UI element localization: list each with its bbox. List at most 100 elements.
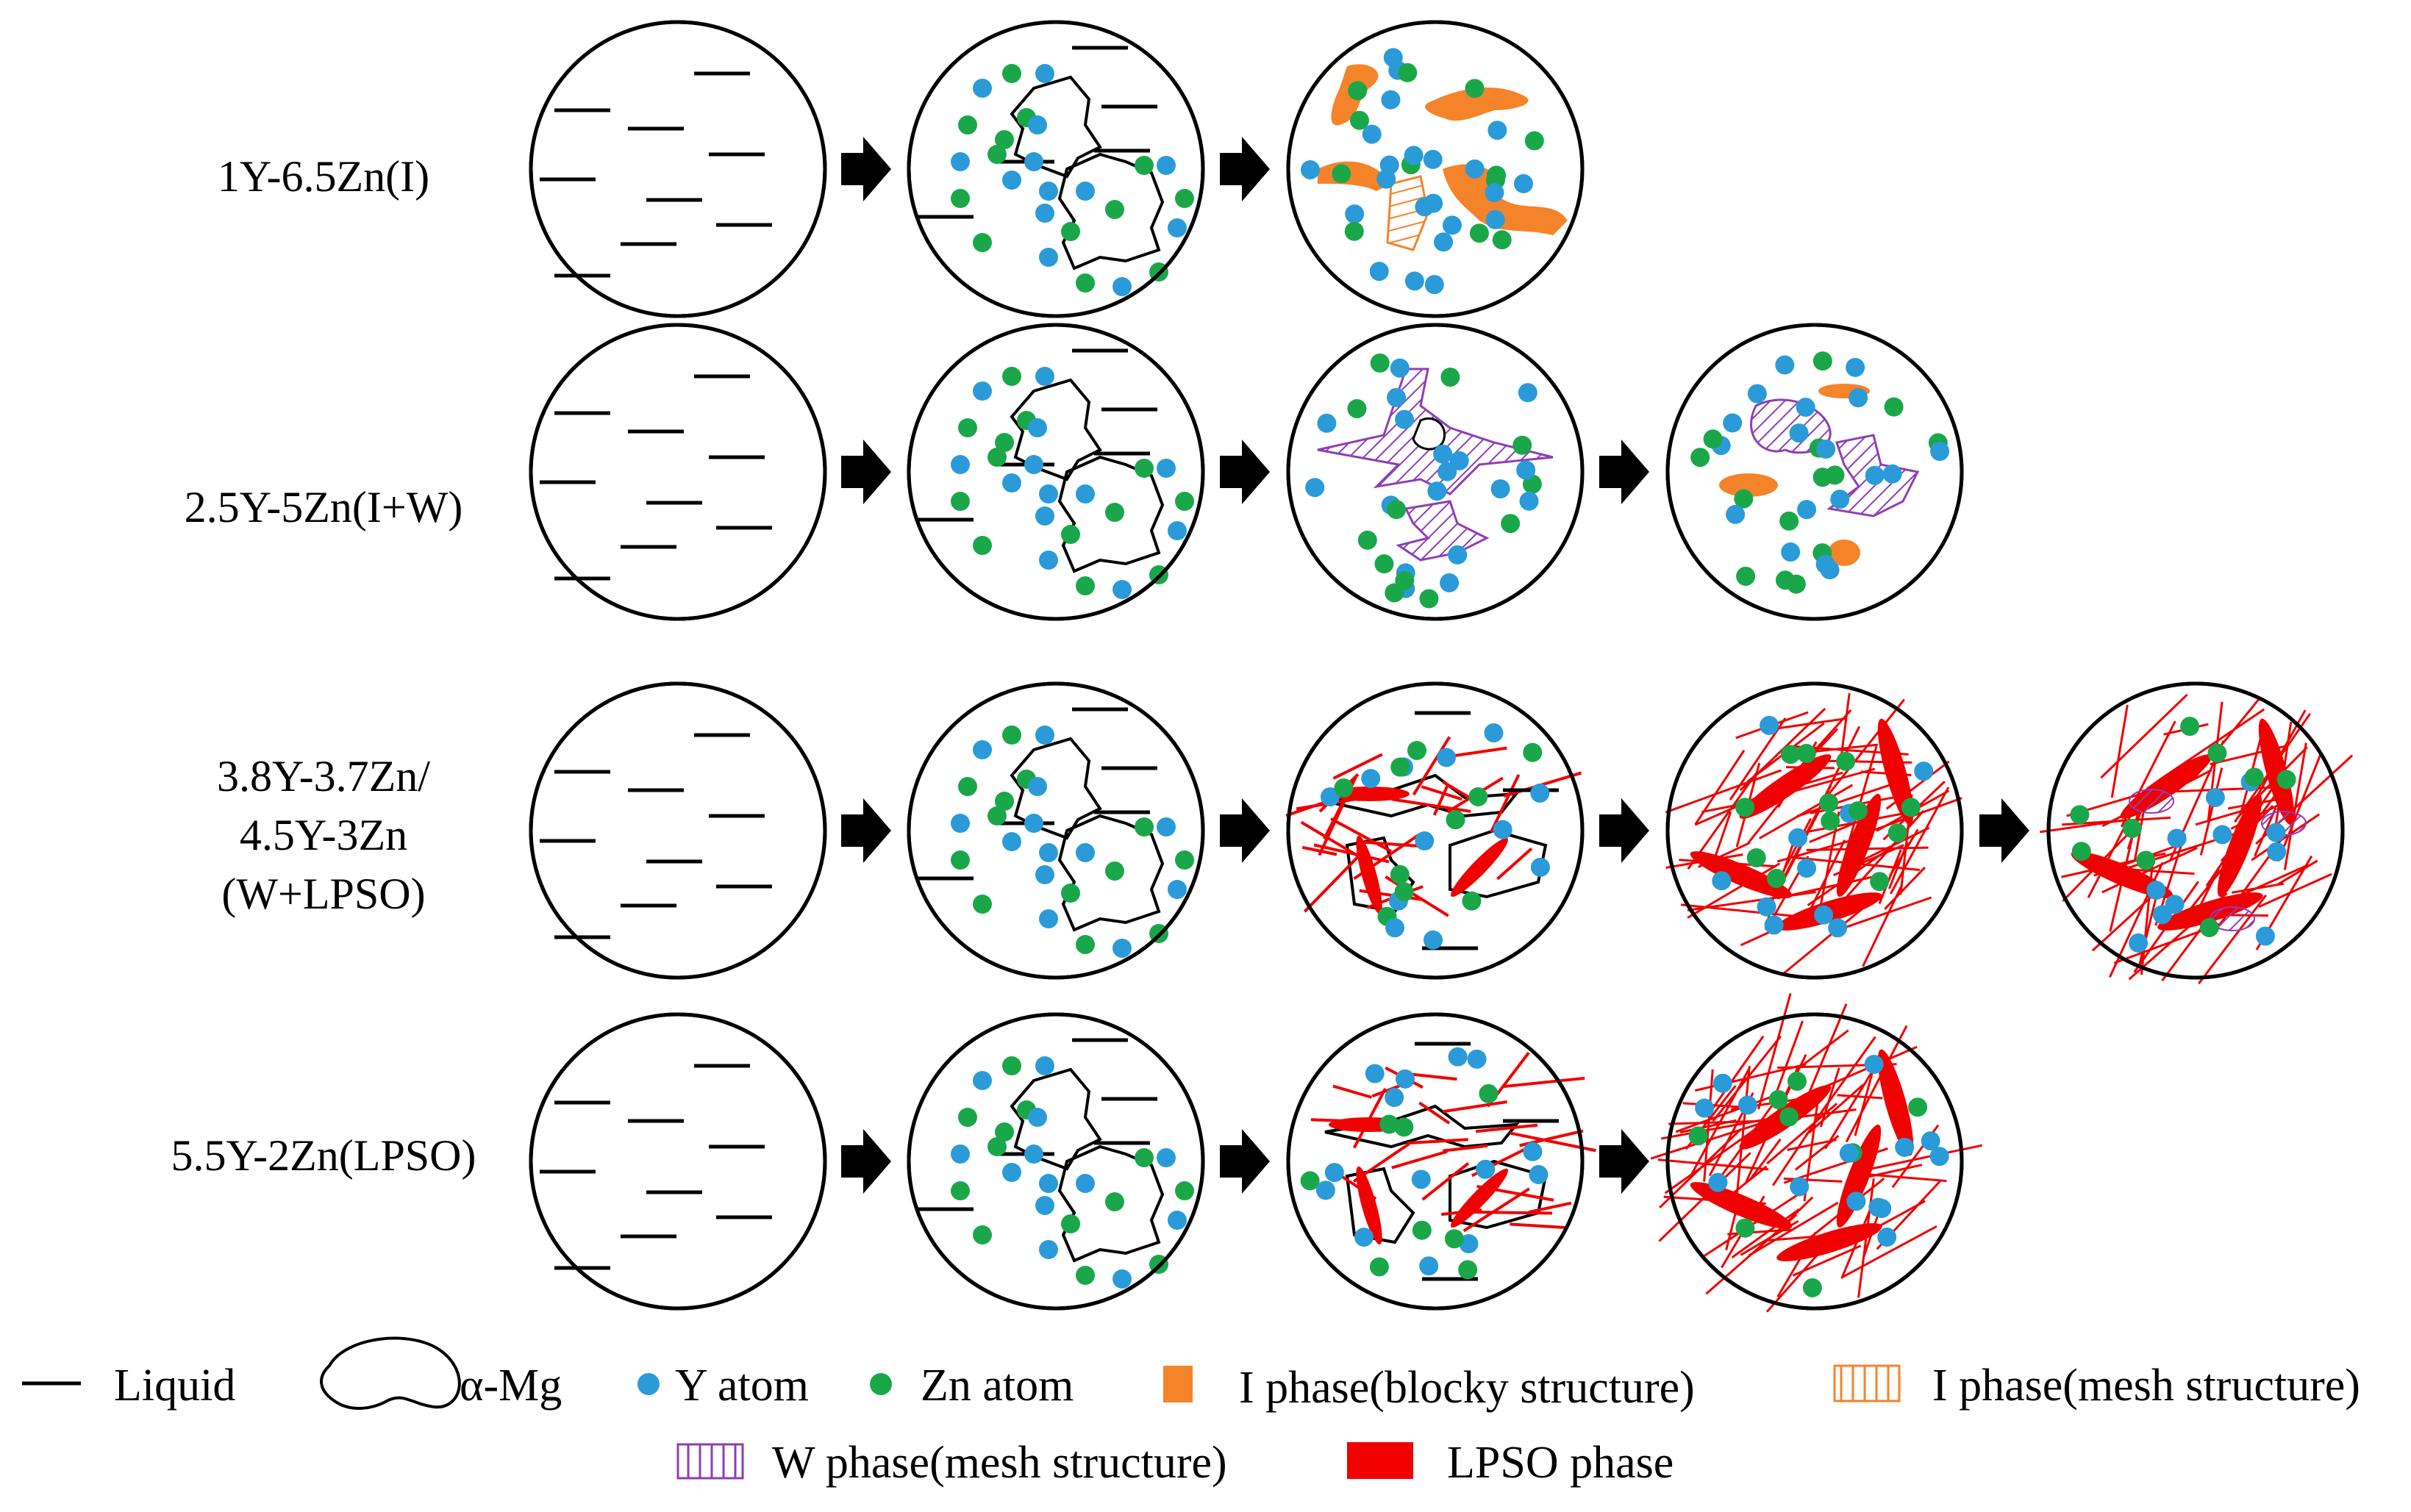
zn-atom — [1462, 891, 1482, 911]
lpso-lamella — [2276, 753, 2322, 862]
zn-atom — [1690, 448, 1710, 467]
lpso-lamella — [1408, 1072, 1457, 1081]
zn-atom — [973, 536, 992, 555]
zn-atom — [1002, 725, 1021, 745]
lpso-block — [1690, 851, 1793, 898]
zn-atom — [1703, 429, 1723, 449]
zn-atom — [1135, 459, 1154, 478]
y-atom — [1849, 388, 1868, 408]
y-atom — [1039, 1240, 1058, 1259]
lpso-lamella — [2110, 704, 2129, 798]
stage-nucleation — [907, 1012, 1205, 1311]
y-atom — [1168, 1211, 1187, 1230]
zn-atom — [1802, 1278, 1822, 1297]
y-atom — [1035, 506, 1054, 526]
legend-alpha-mg-swatch — [320, 1336, 461, 1410]
legend-w-mesh-label: W phase(mesh structure) — [772, 1438, 1227, 1488]
zn-atom — [1002, 367, 1021, 386]
cell-outline — [907, 323, 1205, 621]
y-atom — [1300, 160, 1320, 179]
lpso-lamella — [1706, 1035, 1765, 1118]
lpso-lamella — [1694, 1063, 1807, 1092]
lpso-lamella — [1466, 1210, 1552, 1215]
lpso-lamella — [1421, 1162, 1470, 1201]
y-atom — [1437, 748, 1457, 767]
y-atom — [1864, 1055, 1884, 1075]
lpso-lamella — [1330, 817, 1392, 853]
lpso-lamella — [2040, 819, 2125, 834]
y-atom — [1168, 218, 1187, 237]
lpso-lamella — [2283, 742, 2307, 870]
lpso-lamella — [1313, 843, 1390, 864]
y-atom — [1530, 857, 1550, 877]
lpso-lamella — [1841, 1225, 1937, 1279]
y-atom — [1882, 464, 1902, 484]
lpso-lamella — [1443, 1144, 1488, 1153]
cell-outline — [1286, 681, 1585, 980]
lpso-lamella — [1824, 698, 1905, 800]
y-atom — [1387, 387, 1407, 407]
lpso-block — [2157, 892, 2263, 931]
y-atom — [1712, 1073, 1732, 1093]
zn-atom — [1469, 223, 1489, 243]
lpso-lamella — [1840, 1210, 1871, 1279]
y-atom — [1781, 542, 1801, 562]
y-atom — [1872, 1199, 1892, 1219]
lpso-lamella — [1529, 1201, 1572, 1214]
zn-atom — [1390, 864, 1410, 884]
zn-atom — [1357, 530, 1377, 550]
zn-atom — [1061, 525, 1080, 544]
zn-atom — [1501, 514, 1521, 534]
zn-atom — [951, 189, 970, 208]
zn-atom — [973, 1225, 992, 1244]
zn-atom — [1419, 589, 1439, 609]
lpso-lamella — [1862, 884, 1904, 967]
y-atom — [1002, 171, 1021, 190]
zn-atom — [1105, 1192, 1124, 1211]
y-atom — [1383, 48, 1403, 68]
y-atom — [1415, 197, 1435, 217]
zn-atom — [1787, 1071, 1807, 1091]
lpso-block — [1877, 1049, 1914, 1156]
lpso-lamella — [1332, 753, 1383, 780]
y-atom — [1028, 1108, 1047, 1127]
lpso-lamella — [1878, 849, 1902, 904]
y-atom — [1797, 500, 1817, 520]
zn-atom — [1796, 744, 1816, 764]
y-atom — [1712, 871, 1732, 891]
zn-atom — [1512, 435, 1532, 455]
y-atom — [1519, 491, 1539, 511]
lpso-lamella — [1496, 848, 1533, 881]
cell-outline — [529, 20, 827, 318]
lpso-lamella — [1863, 1172, 1947, 1183]
zn-atom — [951, 1181, 970, 1200]
stage-liquid — [529, 20, 827, 318]
y-atom — [2205, 787, 2225, 807]
i-phase-blocky — [1425, 87, 1529, 121]
stage-i — [1286, 20, 1585, 318]
stage-nucleation — [907, 323, 1205, 621]
y-atom — [1112, 580, 1132, 599]
legend-i-mesh-label: I phase(mesh structure) — [1932, 1361, 2360, 1411]
i-phase-mesh — [1386, 175, 1429, 251]
y-atom — [1354, 1228, 1374, 1247]
y-atom — [1028, 418, 1047, 437]
y-atom — [1490, 479, 1510, 499]
legend-y-atom-label: Y atom — [675, 1361, 809, 1411]
zn-atom — [1061, 222, 1080, 241]
lpso-lamella — [1735, 1066, 1751, 1194]
zn-atom — [1175, 1181, 1194, 1200]
y-atom — [1168, 521, 1187, 540]
y-atom — [1437, 462, 1457, 481]
zn-atom — [987, 145, 1007, 164]
cell-outline — [907, 1012, 1205, 1311]
alpha-mg-grain — [1412, 417, 1446, 451]
arrow-right — [841, 137, 891, 201]
y-atom — [1814, 905, 1834, 925]
lpso-block — [1836, 793, 1882, 897]
y-atom — [1035, 367, 1054, 386]
stage-w — [1286, 323, 1585, 621]
zn-atom — [1105, 503, 1124, 522]
stage-liquid — [529, 1012, 827, 1311]
y-atom — [1411, 1169, 1431, 1189]
